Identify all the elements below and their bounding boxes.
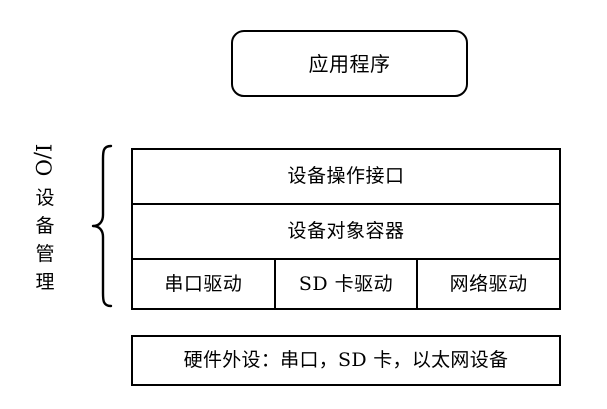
device-object-container-row: 设备对象容器 (133, 205, 559, 260)
application-program-box: 应用程序 (231, 30, 468, 97)
io-stack-table: 设备操作接口 设备对象容器 串口驱动 SD 卡驱动 网络驱动 (131, 148, 561, 310)
driver-cell-sd-card: SD 卡驱动 (276, 260, 419, 308)
left-curly-brace (90, 143, 114, 309)
hardware-peripherals-label: 硬件外设：串口，SD 卡，以太网设备 (183, 349, 509, 371)
label-char-guan: 管 (35, 243, 55, 265)
sd-card-driver-label: SD 卡驱动 (298, 272, 394, 295)
device-operation-interface-row: 设备操作接口 (133, 150, 559, 205)
serial-driver-label: 串口驱动 (164, 272, 243, 295)
driver-cell-serial: 串口驱动 (133, 260, 276, 308)
device-object-container-label: 设备对象容器 (287, 220, 405, 242)
label-char-she: 设 (35, 187, 55, 209)
label-char-bei: 备 (35, 215, 55, 237)
driver-cell-network: 网络驱动 (418, 260, 559, 308)
hardware-peripherals-box: 硬件外设：串口，SD 卡，以太网设备 (131, 335, 561, 386)
driver-row: 串口驱动 SD 卡驱动 网络驱动 (133, 260, 559, 308)
application-program-label: 应用程序 (308, 51, 391, 76)
label-char-li: 理 (35, 271, 55, 293)
io-text: I/O (31, 143, 55, 177)
network-driver-label: 网络驱动 (449, 272, 528, 295)
io-device-management-label: I/O 设 备 管 理 (28, 138, 62, 306)
device-operation-interface-label: 设备操作接口 (287, 165, 405, 187)
device-management-chars: 设 备 管 理 (35, 184, 54, 296)
